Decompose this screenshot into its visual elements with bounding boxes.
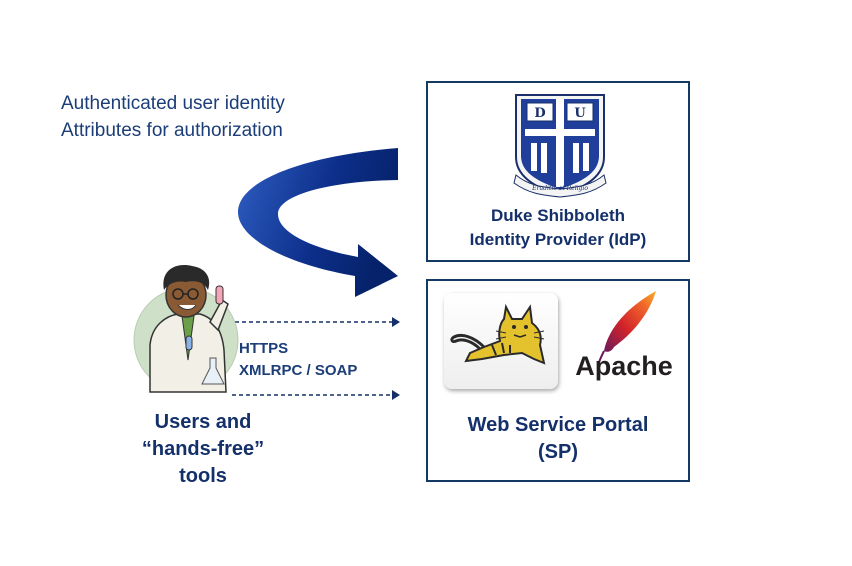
flow-caption: Authenticated user identity Attributes f… [61, 90, 285, 144]
protocol-xmlrpc-soap: XMLRPC / SOAP [239, 362, 358, 379]
protocol-https: HTTPS [239, 340, 289, 357]
sp-title-line1: Web Service Portal [467, 414, 649, 436]
idp-title-line1: Duke Shibboleth [490, 206, 626, 225]
protocol-labels: HTTPS XMLRPC / SOAP [239, 338, 357, 382]
tomcat-cat-icon [450, 303, 546, 365]
users-label: Users and “hands-free” tools [128, 409, 278, 490]
idp-box: D U Eruditio et Religio Duke Shibboleth … [426, 81, 690, 262]
idp-title-line2: Identity Provider (IdP) [469, 230, 647, 249]
shield-letter-u: U [574, 106, 586, 121]
sp-title-line2: (SP) [538, 441, 578, 463]
users-label-line1: Users and [154, 411, 252, 433]
shield-motto: Eruditio et Religio [531, 185, 588, 192]
shield-letter-d: D [534, 106, 545, 121]
tomcat-logo [444, 293, 558, 389]
caption-line-attributes: Attributes for authorization [61, 120, 283, 141]
caption-line-identity: Authenticated user identity [61, 93, 285, 114]
apache-feather-icon [597, 291, 656, 366]
sp-title: Web Service Portal (SP) [428, 412, 688, 466]
idp-title: Duke Shibboleth Identity Provider (IdP) [428, 204, 688, 252]
apache-wordmark: Apache [575, 351, 673, 381]
sp-box: Apache Web Service Portal (SP) [426, 279, 690, 482]
users-label-line2: “hands-free” [141, 438, 265, 460]
users-label-line3: tools [179, 465, 227, 487]
duke-shield-logo: D U Eruditio et Religio [513, 94, 607, 198]
